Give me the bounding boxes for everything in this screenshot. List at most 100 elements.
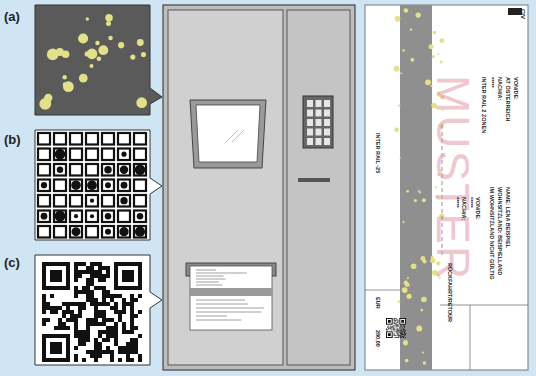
qr-module bbox=[394, 335, 396, 337]
qr-module bbox=[74, 354, 78, 358]
qr-module bbox=[392, 328, 394, 330]
qr-module bbox=[62, 326, 66, 330]
yellow-dot bbox=[429, 44, 434, 49]
text-line bbox=[196, 282, 219, 283]
yellow-dot bbox=[404, 281, 409, 286]
yellow-dot bbox=[419, 191, 421, 193]
qr-module bbox=[114, 334, 118, 338]
qr-module bbox=[401, 325, 403, 327]
qr-module bbox=[397, 323, 399, 325]
qr-module bbox=[110, 318, 114, 322]
yellow-dot bbox=[402, 221, 404, 223]
grid-cell bbox=[54, 226, 66, 238]
qr-module bbox=[130, 338, 134, 342]
qr-module bbox=[397, 319, 399, 321]
yellow-dot bbox=[422, 352, 424, 354]
qr-module bbox=[396, 332, 398, 334]
qr-module bbox=[403, 325, 405, 327]
qr-module bbox=[102, 286, 106, 290]
qr-finder bbox=[50, 342, 62, 354]
qr-module bbox=[42, 306, 46, 310]
qr-module bbox=[74, 302, 78, 306]
grid-cell bbox=[102, 180, 114, 192]
keypad bbox=[307, 100, 330, 145]
grid-cell bbox=[70, 164, 82, 176]
qr-module bbox=[126, 346, 130, 350]
qr-module bbox=[98, 270, 102, 274]
qr-module bbox=[90, 350, 94, 354]
qr-module bbox=[94, 298, 98, 302]
qr-module bbox=[110, 358, 114, 362]
qr-module bbox=[134, 350, 138, 354]
qr-module bbox=[126, 358, 130, 362]
key bbox=[307, 138, 313, 145]
qr-module bbox=[394, 322, 396, 324]
security-dots bbox=[39, 14, 147, 110]
qr-module bbox=[393, 318, 395, 320]
yellow-dot bbox=[411, 263, 417, 269]
grid-cell bbox=[102, 149, 114, 161]
qr-module bbox=[399, 332, 401, 334]
qr-module bbox=[398, 336, 400, 338]
qr-module bbox=[94, 314, 98, 318]
ticket-text: VON/DE: bbox=[475, 197, 481, 220]
key bbox=[316, 110, 322, 117]
ticket-text: 280,00 bbox=[375, 330, 381, 347]
qr-module bbox=[78, 342, 82, 346]
qr-module bbox=[138, 294, 142, 298]
qr-module bbox=[391, 325, 393, 327]
qr-module bbox=[394, 337, 396, 339]
qr-module bbox=[395, 337, 397, 339]
qr-module bbox=[122, 330, 126, 334]
qr-module bbox=[86, 266, 90, 270]
qr-module bbox=[106, 334, 110, 338]
qr-module bbox=[398, 335, 400, 337]
qr-module bbox=[386, 329, 388, 331]
qr-module bbox=[396, 318, 398, 320]
grid-cell bbox=[86, 180, 98, 192]
qr-module bbox=[393, 325, 395, 327]
grid-dot bbox=[105, 213, 111, 219]
yellow-dot bbox=[398, 300, 401, 303]
qr-module bbox=[403, 337, 405, 339]
ticket-text: CIV bbox=[520, 9, 526, 19]
grid-dot bbox=[135, 164, 146, 175]
qr-module bbox=[395, 323, 397, 325]
text-line bbox=[196, 312, 261, 313]
qr-module bbox=[82, 330, 86, 334]
grid-cell bbox=[38, 211, 50, 223]
qr-module bbox=[106, 274, 110, 278]
qr-module bbox=[389, 327, 391, 329]
qr-module bbox=[50, 294, 54, 298]
qr-module bbox=[94, 354, 98, 358]
qr-module bbox=[114, 338, 118, 342]
qr-module bbox=[400, 337, 402, 339]
qr-module bbox=[390, 329, 392, 331]
text-line bbox=[196, 276, 224, 277]
qr-module bbox=[126, 350, 130, 354]
qr-module bbox=[98, 346, 102, 350]
grid-cell bbox=[70, 149, 82, 161]
qr-module bbox=[403, 334, 405, 336]
grid-dot bbox=[135, 227, 145, 237]
yellow-dot bbox=[404, 341, 408, 345]
grid-dot bbox=[87, 180, 97, 190]
qr-module bbox=[398, 332, 400, 334]
qr-module bbox=[78, 274, 82, 278]
qr-module bbox=[94, 350, 98, 354]
qr-module bbox=[126, 330, 130, 334]
ticket-text: NAME: LENA BEISPIEL bbox=[505, 187, 511, 248]
qr-module bbox=[405, 330, 407, 332]
qr-module bbox=[393, 318, 395, 320]
text-line bbox=[196, 285, 222, 286]
qr-finder bbox=[386, 318, 393, 325]
qr-module bbox=[404, 335, 406, 337]
qr-module bbox=[74, 318, 78, 322]
qr-module bbox=[118, 310, 122, 314]
qr-module bbox=[403, 336, 405, 338]
grid-dot bbox=[104, 166, 111, 173]
qr-module bbox=[98, 302, 102, 306]
ticket-qr bbox=[386, 318, 406, 338]
yellow-dot bbox=[395, 16, 401, 22]
yellow-dot bbox=[399, 157, 401, 159]
